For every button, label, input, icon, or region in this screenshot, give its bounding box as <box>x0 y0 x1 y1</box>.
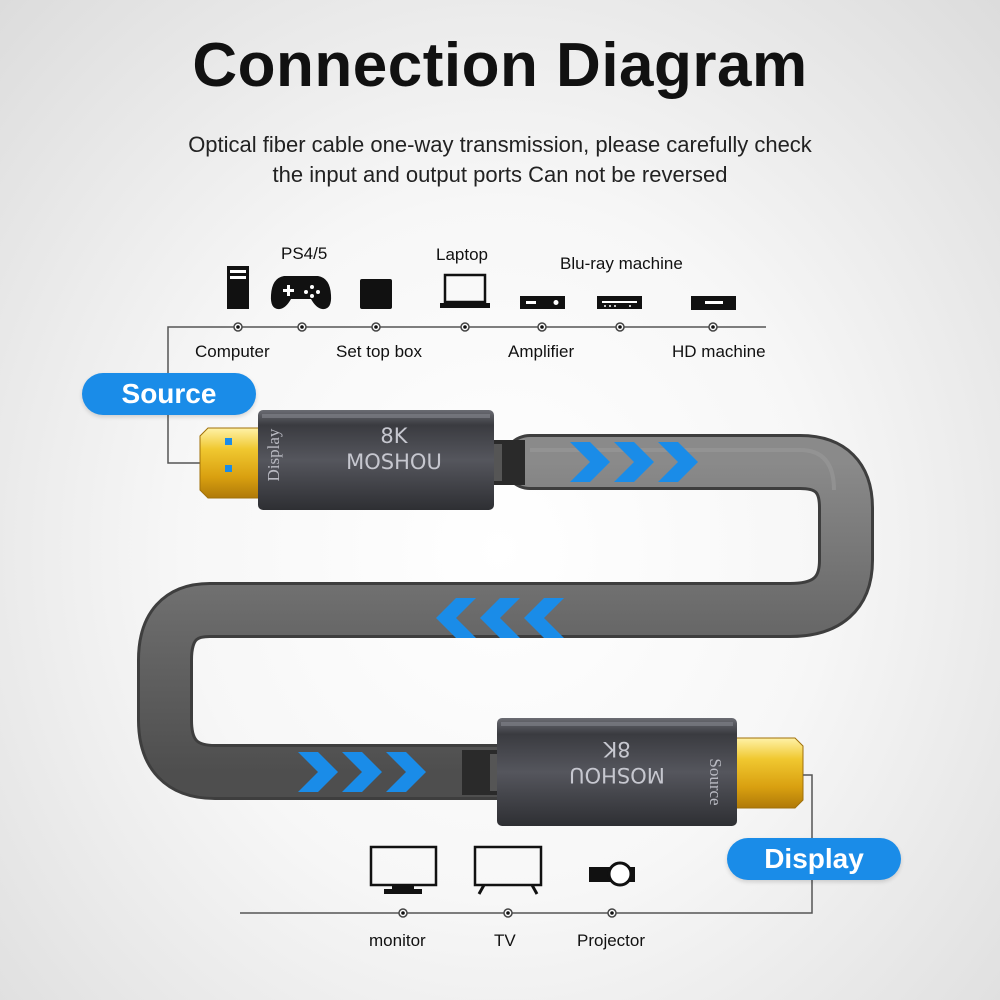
chevron-right-icon <box>570 442 698 482</box>
chevron-left-icon <box>436 598 564 638</box>
label-laptop: Laptop <box>436 245 488 264</box>
monitor-icon <box>369 845 438 894</box>
label-hd: HD machine <box>672 342 766 361</box>
hd-machine-icon <box>691 296 736 310</box>
computer-tower-icon <box>227 266 249 309</box>
connector-top-line1: 8K <box>380 424 408 448</box>
amplifier-icon <box>520 296 565 309</box>
label-monitor: monitor <box>369 931 426 950</box>
gamepad-icon <box>270 276 332 310</box>
source-badge: Source <box>82 373 256 415</box>
display-badge: Display <box>727 838 901 880</box>
hdmi-connector-top <box>199 410 525 510</box>
connector-bottom-line2: MOSHOU <box>569 763 665 787</box>
laptop-icon <box>440 273 490 308</box>
connector-bottom-line1: 8K <box>602 737 630 761</box>
label-projector: Projector <box>577 931 646 950</box>
subtitle: Optical fiber cable one-way transmission… <box>100 130 900 190</box>
connector-top-line2: MOSHOU <box>346 450 442 474</box>
label-settop: Set top box <box>336 342 423 361</box>
label-ps45: PS4/5 <box>281 244 328 263</box>
connector-top-side-text: Display <box>264 428 283 481</box>
set-top-box-icon <box>360 279 392 309</box>
chevron-right-icon-bottom <box>298 752 426 792</box>
bluray-icon <box>597 296 642 309</box>
subtitle-line-1: Optical fiber cable one-way transmission… <box>188 132 812 157</box>
label-bluray: Blu-ray machine <box>560 254 683 273</box>
hdmi-connector-bottom <box>462 718 804 826</box>
connector-bottom-side-text: Source <box>706 758 725 805</box>
page-title: Connection Diagram <box>192 31 808 100</box>
label-computer: Computer <box>195 342 270 361</box>
tv-icon <box>473 845 543 895</box>
label-tv: TV <box>494 931 516 950</box>
label-amplifier: Amplifier <box>508 342 575 361</box>
projector-icon <box>589 861 635 887</box>
subtitle-line-2: the input and output ports Can not be re… <box>272 162 728 187</box>
